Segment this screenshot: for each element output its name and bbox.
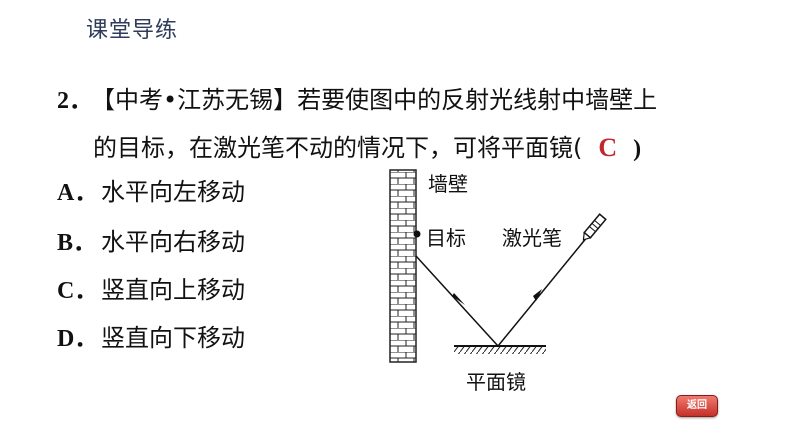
option-d[interactable]: D．竖直向下移动 xyxy=(57,318,245,353)
option-d-text: 竖直向下移动 xyxy=(101,324,245,352)
option-a-text: 水平向左移动 xyxy=(101,178,245,206)
section-title: 课堂导练 xyxy=(86,18,179,43)
option-b[interactable]: B．水平向右移动 xyxy=(57,222,245,257)
incident-ray-arrow xyxy=(533,289,542,301)
brick-wall xyxy=(389,169,417,363)
option-c-letter: C． xyxy=(57,278,99,304)
option-d-letter: D． xyxy=(57,326,99,352)
back-button[interactable]: 返回 xyxy=(676,395,718,417)
option-b-text: 水平向右移动 xyxy=(101,228,245,256)
reflected-ray-arrow xyxy=(452,293,465,305)
close-paren: ) xyxy=(633,136,642,162)
reflection-diagram: 墙壁 目标 激光笔 平面镜 xyxy=(370,160,610,400)
laser-pen-icon xyxy=(582,213,607,241)
target-dot xyxy=(413,230,421,238)
wall-label: 墙壁 xyxy=(428,172,468,196)
option-b-letter: B． xyxy=(57,230,98,256)
answer-text: C xyxy=(598,133,618,162)
mirror-hatching xyxy=(454,346,546,354)
reflected-ray xyxy=(415,255,499,347)
mirror-label: 平面镜 xyxy=(466,370,526,394)
option-a[interactable]: A．水平向左移动 xyxy=(57,172,245,207)
incident-ray xyxy=(497,235,589,347)
question-number: 2． xyxy=(57,88,93,114)
target-label: 目标 xyxy=(426,226,466,250)
question-stem-2: 的目标，在激光笔不动的情况下，可将平面镜( xyxy=(93,134,583,162)
option-c[interactable]: C．竖直向上移动 xyxy=(57,270,245,305)
question-line-2: 的目标，在激光笔不动的情况下，可将平面镜( C) xyxy=(93,126,641,171)
question-line-1: 2． 【中考•江苏无锡】若要使图中的反射光线射中墙壁上 xyxy=(57,78,657,123)
option-c-text: 竖直向上移动 xyxy=(101,276,245,304)
option-a-letter: A． xyxy=(57,180,99,206)
diagram-drawing xyxy=(389,169,607,363)
question-stem-1: 【中考•江苏无锡】若要使图中的反射光线射中墙壁上 xyxy=(103,86,658,114)
return-icon: 返回 xyxy=(687,400,707,411)
laser-label: 激光笔 xyxy=(502,226,562,250)
